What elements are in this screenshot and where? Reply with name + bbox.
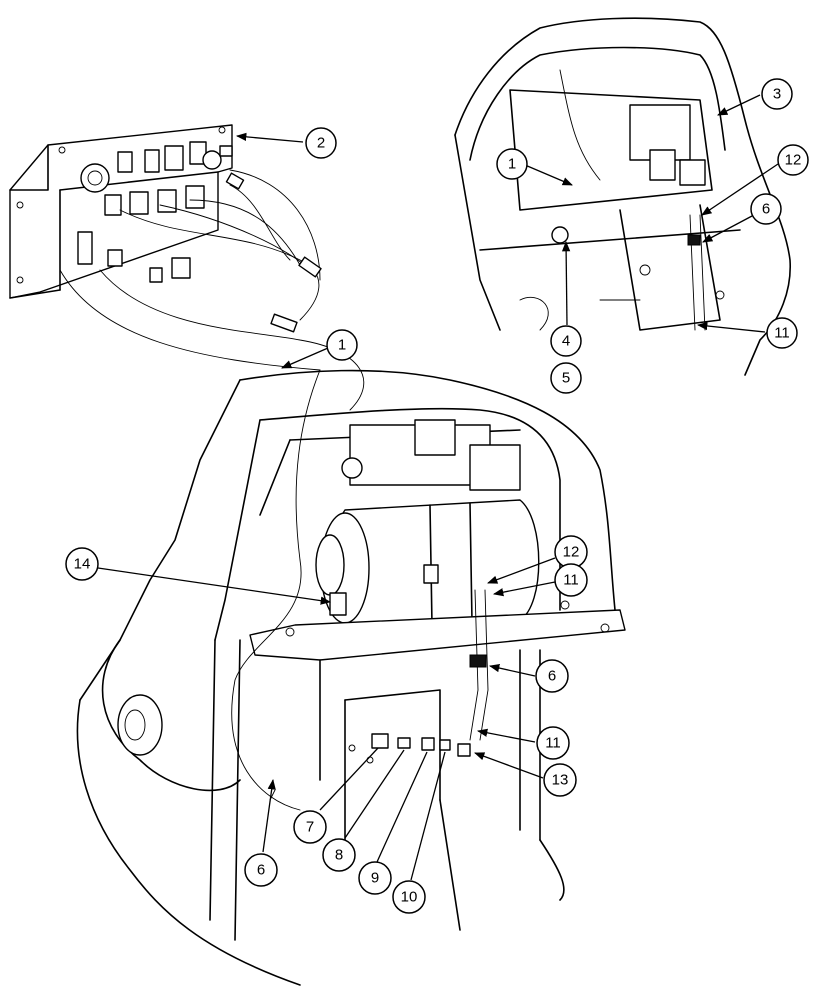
callout-label: 1 [338, 337, 346, 354]
callout-1-upper: 1 [496, 148, 528, 180]
callout-10: 10 [392, 880, 426, 914]
callout-5: 5 [550, 362, 582, 394]
callout-label: 5 [562, 370, 570, 387]
callout-label: 9 [371, 870, 379, 887]
callout-label: 3 [773, 86, 781, 103]
callout-8: 8 [322, 838, 356, 872]
callout-14: 14 [65, 547, 99, 581]
callout-label: 11 [563, 572, 579, 589]
callout-label: 2 [317, 135, 325, 152]
callout-4: 4 [550, 325, 582, 357]
callout-label: 14 [74, 556, 91, 573]
callout-3: 3 [761, 78, 793, 110]
callout-11-main-upper: 11 [554, 563, 588, 597]
callout-9: 9 [358, 861, 392, 895]
callout-label: 11 [545, 735, 561, 752]
callout-label: 7 [306, 819, 314, 836]
callout-label: 4 [562, 333, 570, 350]
callout-leaders [97, 94, 779, 881]
callout-11-main-lower: 11 [536, 726, 570, 760]
callout-2: 2 [305, 127, 337, 159]
callout-13: 13 [543, 763, 577, 797]
cab-rear-inset [454, 17, 791, 376]
callout-6-upper: 6 [750, 193, 782, 225]
callout-label: 10 [401, 889, 418, 906]
callout-12-upper: 12 [777, 144, 809, 176]
callout-label: 12 [563, 544, 580, 561]
callout-label: 6 [257, 862, 265, 879]
callout-label: 8 [335, 847, 343, 864]
callout-label: 12 [785, 152, 802, 169]
callout-label: 11 [774, 325, 790, 342]
callout-12-main: 12 [554, 535, 588, 569]
callout-label: 13 [552, 772, 569, 789]
callout-6-main: 6 [535, 659, 569, 693]
main-cab-view [76, 369, 626, 986]
callout-label: 6 [548, 668, 556, 685]
callout-7: 7 [293, 810, 327, 844]
control-panel-assembly [9, 124, 365, 411]
callout-6-lower: 6 [244, 853, 278, 887]
callout-1-main: 1 [326, 329, 358, 361]
callout-label: 1 [508, 156, 516, 173]
callout-label: 6 [762, 201, 770, 218]
callout-11-upper: 11 [766, 317, 798, 349]
